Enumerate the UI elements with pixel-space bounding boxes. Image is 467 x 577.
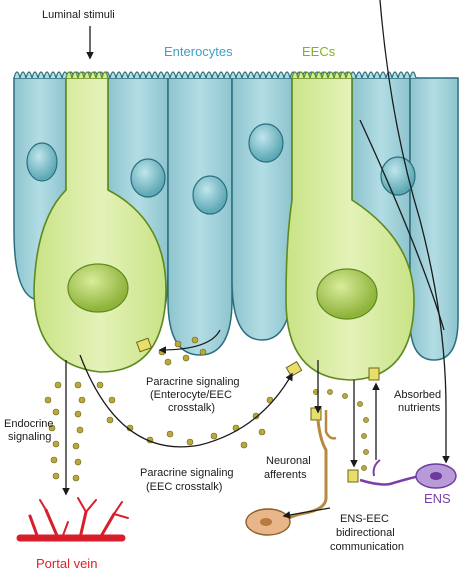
enterocyte-nucleus [130, 158, 166, 198]
afferent-neuron-nucleus [260, 518, 272, 526]
endocrine-line2: signaling [8, 431, 51, 443]
labels: Luminal stimuli Enterocytes EECs Paracri… [4, 9, 451, 571]
granule [166, 430, 174, 438]
ens-eec-line2: bidirectional [336, 527, 395, 539]
afferent-arrow [282, 507, 331, 519]
ens-neuron-nucleus [430, 472, 442, 480]
eec-layer [33, 71, 415, 381]
granule [327, 389, 333, 395]
endocrine-line1: Endocrine [4, 418, 54, 430]
luminal-stimuli-label: Luminal stimuli [42, 9, 115, 21]
granule [174, 340, 182, 348]
granule [191, 336, 199, 344]
neuronal-line2: afferents [264, 469, 307, 481]
granule [96, 381, 104, 389]
eec-apical-villi [291, 71, 353, 79]
granule [74, 381, 82, 389]
receptor [368, 367, 380, 381]
enterocyte-cell [231, 77, 293, 341]
ens-neuron [359, 459, 457, 489]
paracrine-1-line3: crosstalk) [168, 402, 215, 414]
eec-cell-left [33, 77, 167, 373]
granule [44, 396, 52, 404]
granule [54, 381, 62, 389]
granule [164, 358, 172, 366]
enterocyte-nucleus [26, 142, 58, 182]
granule [361, 465, 367, 471]
granule [72, 442, 80, 450]
ens-label: ENS [424, 491, 451, 506]
receptor [347, 469, 359, 483]
absorbed-nutrients-arrow [379, 0, 450, 464]
neuronal-line1: Neuronal [266, 455, 311, 467]
granule [52, 440, 60, 448]
portal-vein-label: Portal vein [36, 556, 97, 571]
granule [363, 449, 369, 455]
receptor [136, 337, 152, 353]
enterocytes-label: Enterocytes [164, 44, 233, 59]
granule [186, 438, 194, 446]
receptor [285, 360, 303, 378]
enterocyte-nucleus [380, 156, 416, 196]
absorbed-line1: Absorbed [394, 389, 441, 401]
granule [363, 417, 369, 423]
granule [210, 432, 218, 440]
granule [252, 412, 260, 420]
paracrine-enterocyte-arrow [158, 329, 221, 354]
paracrine-1-line1: Paracrine signaling [146, 376, 240, 388]
granule [258, 428, 266, 436]
granule [52, 472, 60, 480]
granule [50, 456, 58, 464]
granule [48, 424, 56, 432]
enterocyte-nucleus [192, 175, 228, 215]
enterocyte-nucleus [248, 123, 284, 163]
arrows [62, 0, 450, 519]
granule [240, 441, 248, 449]
granule [342, 393, 348, 399]
granule [78, 396, 86, 404]
paracrine-2-line2: (EEC crosstalk) [146, 481, 222, 493]
granule [182, 354, 190, 362]
eec-cell-right [285, 77, 415, 381]
eecs-label: EECs [302, 44, 336, 59]
granule [106, 416, 114, 424]
granule [74, 410, 82, 418]
absorbed-line2: nutrients [398, 402, 441, 414]
receptor [310, 407, 322, 421]
eec-nucleus [316, 268, 378, 320]
ens-eec-line1: ENS-EEC [340, 513, 389, 525]
paracrine-2-line1: Paracrine signaling [140, 467, 234, 479]
granule [52, 408, 60, 416]
granule [76, 426, 84, 434]
granule [72, 474, 80, 482]
granule [74, 458, 82, 466]
eec-nucleus [67, 263, 129, 313]
enterocyte-cell [167, 77, 233, 356]
enterocyte-cell [409, 77, 459, 361]
granule [108, 396, 116, 404]
paracrine-eec-arrow [79, 354, 293, 448]
paracrine-1-line2: (Enterocyte/EEC [150, 389, 232, 401]
ens-eec-line3: communication [330, 541, 404, 553]
granule [361, 433, 367, 439]
absorbed-nutrients-arrow-2 [359, 119, 445, 331]
portal-vein [16, 497, 129, 542]
granule [357, 401, 363, 407]
granule [199, 348, 207, 356]
eec-apical-villi [65, 71, 109, 79]
